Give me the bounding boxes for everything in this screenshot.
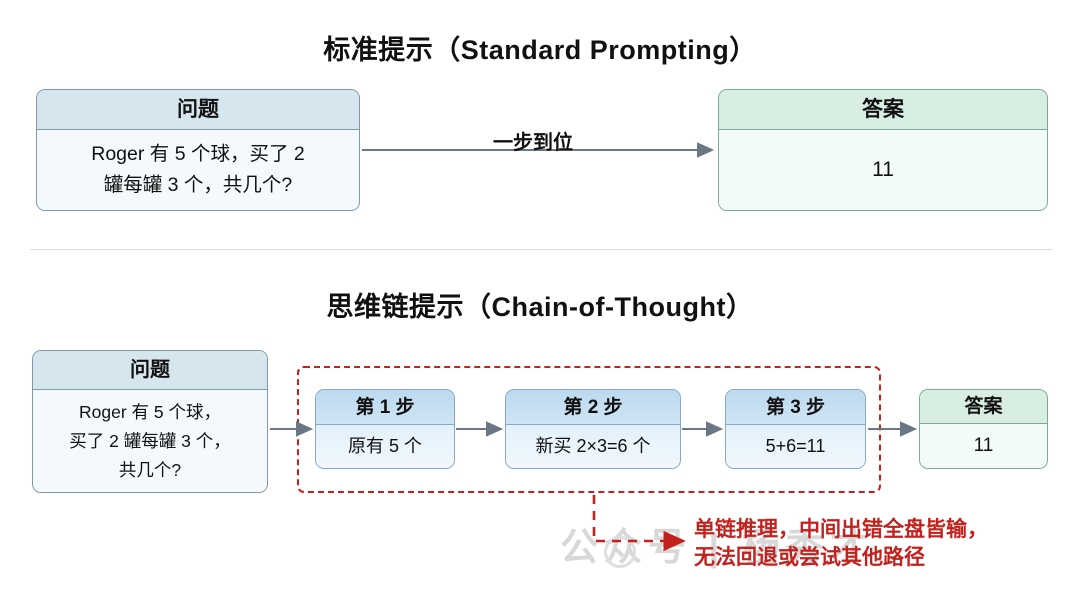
standard-question-body: Roger 有 5 个球，买了 2 罐每罐 3 个，共几个? — [37, 130, 359, 210]
cot-step-2-header: 第 2 步 — [506, 390, 680, 425]
cot-question-card: 问题 Roger 有 5 个球， 买了 2 罐每罐 3 个， 共几个? — [32, 350, 268, 493]
cot-answer-value: 11 — [920, 424, 1047, 468]
warning-line-1: 单链推理，中间出错全盘皆输， — [694, 518, 988, 541]
cot-question-header: 问题 — [33, 351, 267, 390]
cot-answer-card: 答案 11 — [919, 389, 1048, 469]
standard-question-card: 问题 Roger 有 5 个球，买了 2 罐每罐 3 个，共几个? — [36, 89, 360, 211]
section-divider — [30, 249, 1052, 250]
cot-step-3-body: 5+6=11 — [726, 425, 865, 468]
standard-answer-value: 11 — [719, 130, 1047, 210]
cot-question-line-3: 共几个? — [118, 459, 182, 480]
cot-answer-header: 答案 — [920, 390, 1047, 424]
cot-step-1-body: 原有 5 个 — [316, 425, 454, 468]
cot-step-3-header: 第 3 步 — [726, 390, 865, 425]
cot-step-1-header: 第 1 步 — [316, 390, 454, 425]
standard-question-line-1: Roger 有 5 个球，买了 2 — [91, 143, 305, 165]
standard-arrow-label: 一步到位 — [493, 132, 573, 154]
standard-question-line-2: 罐每罐 3 个，共几个? — [103, 174, 293, 196]
single-chain-warning-text: 单链推理，中间出错全盘皆输， 无法回退或尝试其他路径 — [694, 516, 988, 572]
chain-of-thought-title: 思维链提示（Chain-of-Thought） — [326, 292, 754, 322]
warning-line-2: 无法回退或尝试其他路径 — [694, 546, 925, 569]
cot-step-2: 第 2 步 新买 2×3=6 个 — [505, 389, 681, 469]
cot-step-2-body: 新买 2×3=6 个 — [506, 425, 680, 468]
cot-question-line-1: Roger 有 5 个球， — [79, 401, 221, 422]
cot-step-3: 第 3 步 5+6=11 — [725, 389, 866, 469]
cot-question-line-2: 买了 2 罐每罐 3 个， — [69, 430, 231, 451]
standard-answer-card: 答案 11 — [718, 89, 1048, 211]
watermark-logo-icon — [604, 536, 636, 568]
standard-question-header: 问题 — [37, 90, 359, 130]
standard-prompting-title: 标准提示（Standard Prompting） — [323, 35, 757, 65]
standard-answer-header: 答案 — [719, 90, 1047, 130]
cot-question-body: Roger 有 5 个球， 买了 2 罐每罐 3 个， 共几个? — [33, 390, 267, 492]
cot-step-1: 第 1 步 原有 5 个 — [315, 389, 455, 469]
